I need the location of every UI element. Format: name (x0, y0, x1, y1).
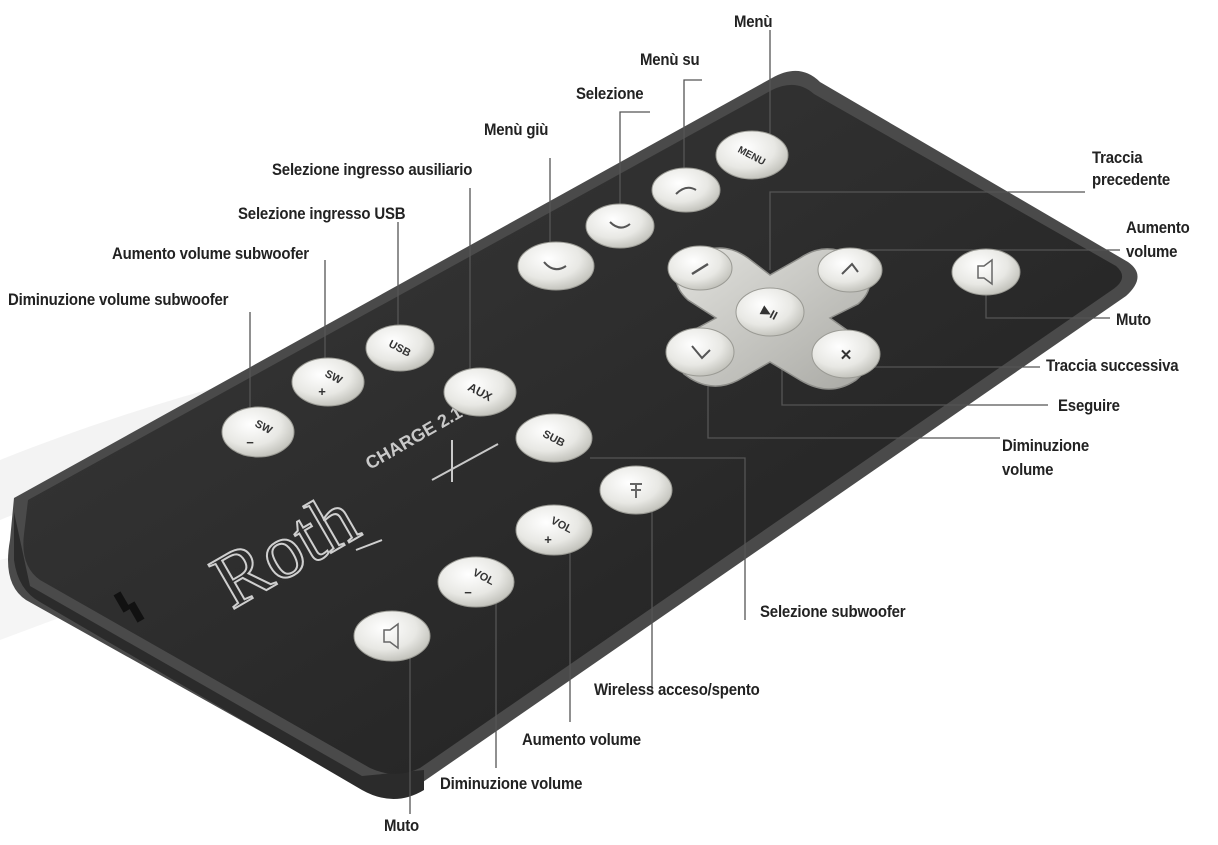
wireless-icon (630, 483, 642, 498)
volume-down-icon (691, 345, 711, 360)
menu-up-button[interactable] (651, 167, 721, 213)
next-track-icon: ✕ (840, 347, 853, 364)
label-volume-up-line2: volume (1126, 242, 1178, 261)
leader-line (683, 79, 702, 190)
leader-line (707, 365, 1000, 439)
mute-right-button[interactable] (951, 248, 1021, 296)
subwoofer-volume-down-button[interactable]: SW − (221, 406, 295, 458)
minus-icon: − (464, 585, 472, 600)
volume-up-icon (841, 262, 859, 275)
aux-button[interactable]: AUX (443, 367, 517, 417)
label-mute-right: Muto (1116, 310, 1152, 329)
label-volume-down-line1: Diminuzione (1002, 436, 1089, 455)
label-volume-up-line1: Aumento (1126, 218, 1190, 237)
label-subwoofer-select: Selezione subwoofer (760, 602, 906, 621)
label-subwoofer-volume-down: Diminuzione volume subwoofer (8, 290, 229, 309)
logo-accent (355, 539, 383, 551)
label-subwoofer-volume-up: Aumento volume subwoofer (112, 244, 309, 263)
select-icon (609, 221, 631, 229)
volume-down-nav-button[interactable] (665, 327, 735, 377)
label-previous-track-line2: precedente (1092, 170, 1171, 189)
label-usb-input: Selezione ingresso USB (238, 204, 406, 223)
volume-up-button[interactable]: VOL + (515, 504, 593, 556)
label-play: Eseguire (1058, 396, 1120, 415)
background-swoosh (0, 320, 620, 520)
label-volume-down-bottom: Diminuzione volume (440, 774, 583, 793)
plus-icon: + (544, 532, 552, 547)
leader-line (769, 191, 1085, 270)
label-menu: Menù (734, 12, 773, 31)
label-next-track: Traccia successiva (1046, 356, 1179, 375)
usb-button[interactable]: USB (365, 324, 435, 372)
leader-line (985, 290, 1110, 319)
chevron-down-icon (543, 261, 567, 271)
model-underline (431, 443, 499, 481)
callout-lines (249, 30, 1120, 814)
wireless-toggle-button[interactable] (599, 465, 673, 515)
label-mute-bottom: Muto (384, 816, 420, 835)
next-track-button[interactable]: ✕ (811, 329, 881, 379)
label-menu-up: Menù su (640, 50, 700, 69)
label-menu-down: Menù giù (484, 120, 549, 139)
label-previous-track-line1: Traccia (1092, 148, 1143, 167)
menu-button[interactable]: MENU (715, 130, 789, 180)
leader-line (590, 457, 746, 620)
leader-line (619, 111, 650, 225)
remote-notch (127, 601, 145, 623)
label-aux-input: Selezione ingresso ausiliario (272, 160, 473, 179)
mute-button[interactable] (353, 610, 431, 662)
volume-down-button[interactable]: VOL − (437, 556, 515, 608)
remote-notch (113, 591, 131, 613)
volume-up-nav-button[interactable] (817, 247, 883, 293)
select-button[interactable] (585, 203, 655, 249)
subwoofer-select-button[interactable]: SUB (515, 413, 593, 463)
plus-icon: + (318, 384, 326, 399)
speaker-mute-icon (977, 258, 993, 286)
label-volume-up-bottom: Aumento volume (522, 730, 641, 749)
menu-down-button[interactable] (517, 241, 595, 291)
subwoofer-volume-up-button[interactable]: SW + (291, 357, 365, 407)
minus-icon: − (246, 435, 254, 450)
play-pause-button[interactable]: ▶II (735, 287, 805, 337)
speaker-mute-icon (383, 622, 399, 650)
label-wireless: Wireless acceso/spento (594, 680, 760, 699)
label-select: Selezione (576, 84, 644, 103)
previous-track-icon (691, 262, 709, 276)
label-volume-down-line2: volume (1002, 460, 1054, 479)
chevron-up-icon (675, 186, 697, 195)
previous-track-button[interactable] (667, 245, 733, 291)
